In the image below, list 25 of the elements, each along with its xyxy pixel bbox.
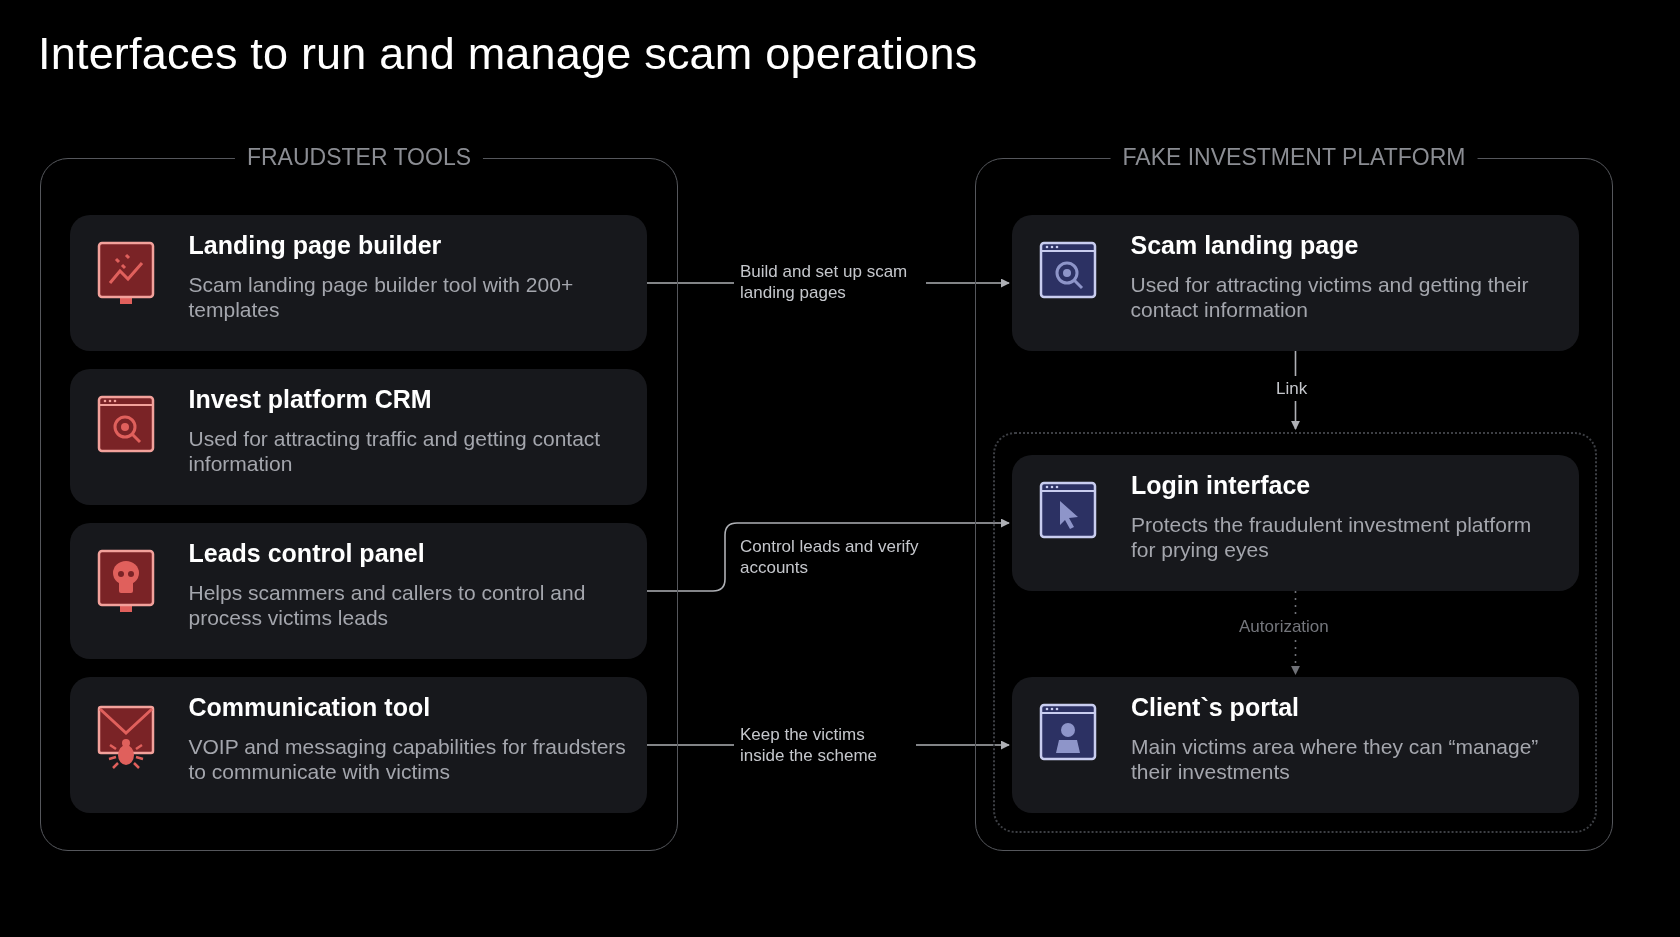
card-title: Login interface [1131,471,1311,500]
dotted-region [992,431,1597,833]
tool-card [69,676,647,813]
tool-card [69,522,647,659]
tool-card [1011,214,1579,351]
card-description: Scam landing page builder tool with 200+ templates [188,271,575,322]
card-title: Client`s portal [1131,693,1300,722]
card-title: Scam landing page [1130,230,1359,260]
card-description: Protects the fraudulent investment platform for prying eyes [1131,512,1533,562]
diagram-title: Interfaces to run and manage scam operations [38,28,978,80]
tool-card [69,214,647,351]
card-title: Communication tool [188,692,431,722]
card-description: VOIP and messaging capabilities for fraudsters to communicate with victims [188,733,627,784]
arrow [646,518,1010,592]
card-title: Landing page builder [188,230,442,260]
card-title: Leads control panel [188,538,425,568]
card-description: Used for attracting victims and getting their contact information [1130,271,1530,322]
tool-card [69,368,647,505]
card-description: Helps scammers and callers to control and process victims leads [188,579,587,630]
card-title: Invest platform CRM [188,384,432,414]
card-description: Used for attracting traffic and getting contact information [188,425,602,476]
card-description: Main victims area where they can “manage” their investments [1131,734,1540,784]
arrow [1291,590,1300,675]
tool-card [1012,677,1579,813]
tool-card [1012,455,1579,591]
